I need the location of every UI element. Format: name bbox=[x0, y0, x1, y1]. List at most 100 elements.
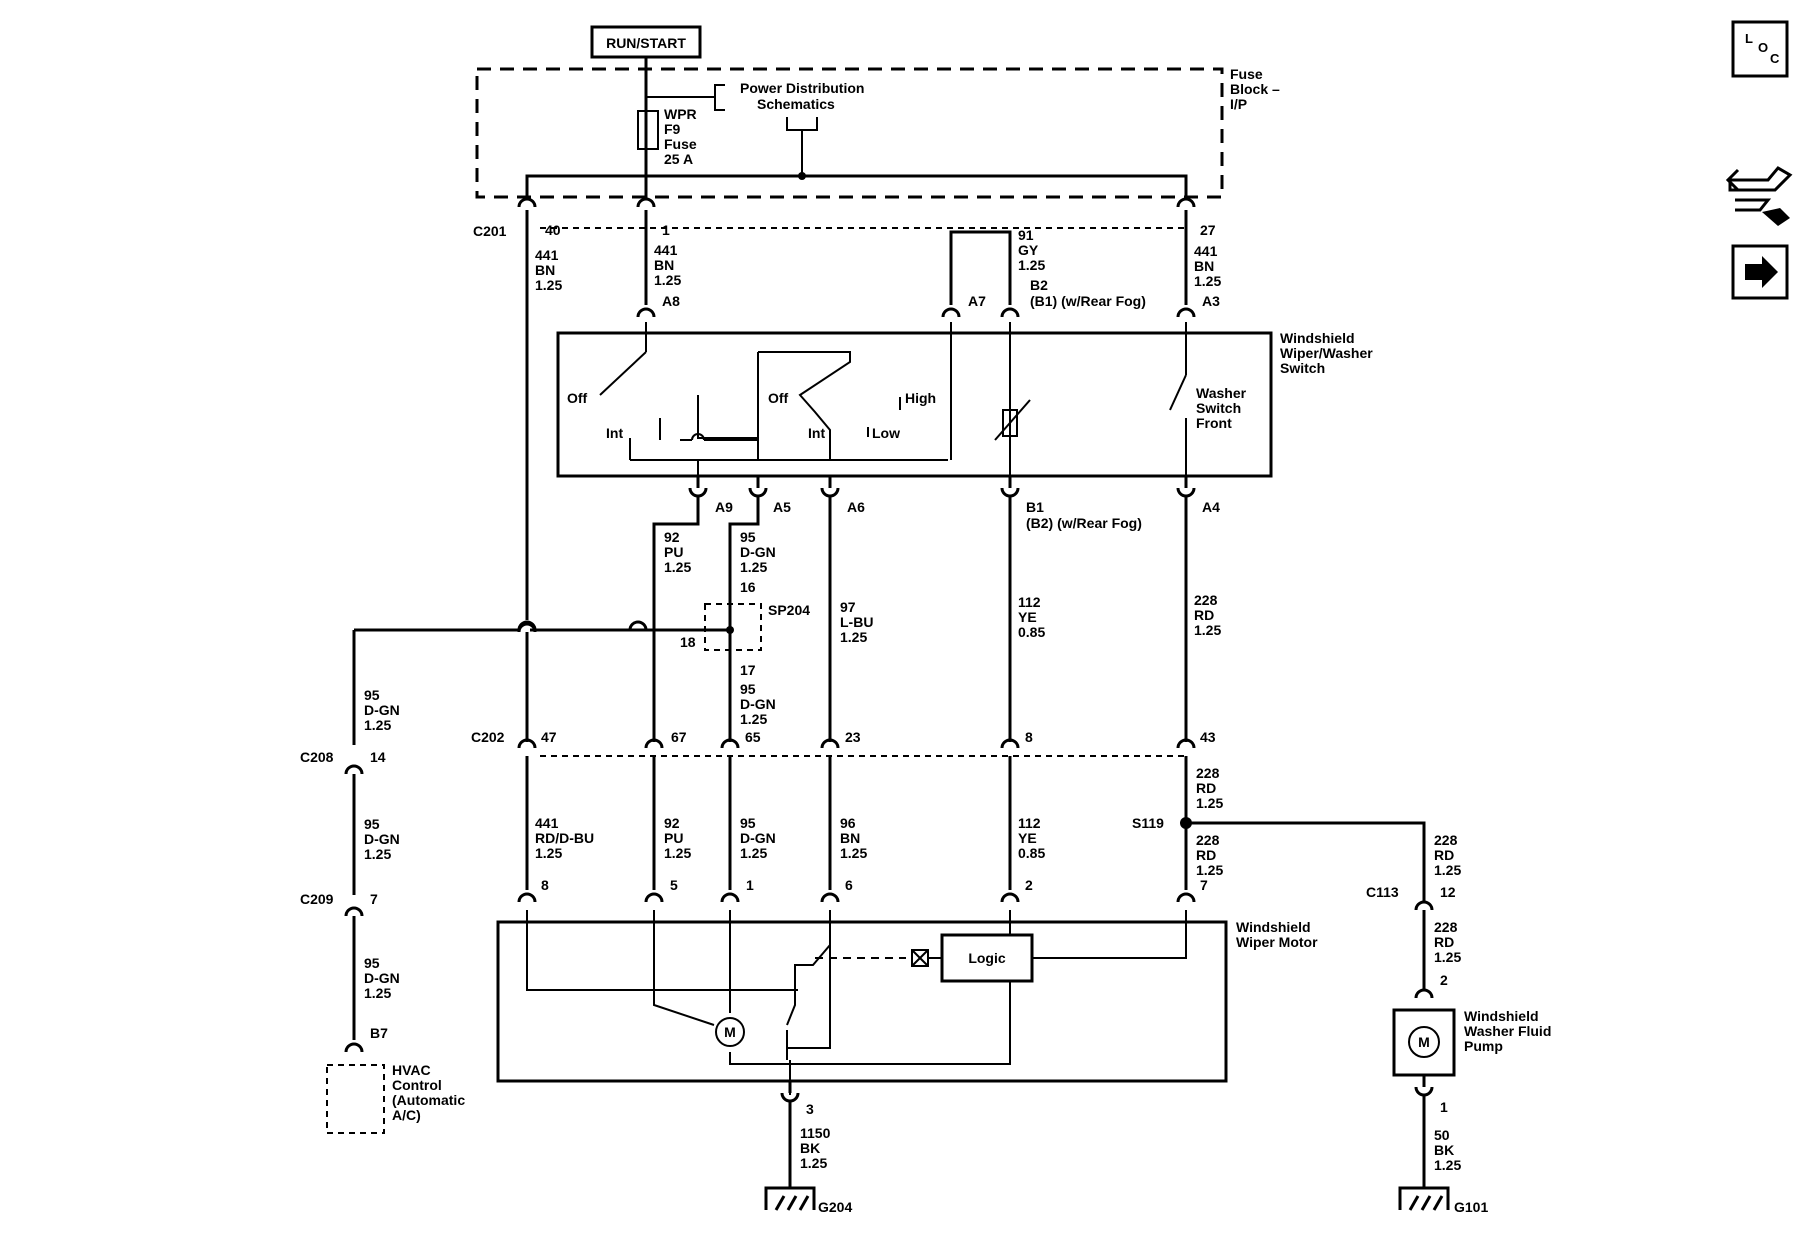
wire-441b-gauge: 1.25 bbox=[654, 272, 681, 288]
wire-95b-gauge: 1.25 bbox=[740, 711, 767, 727]
pin-motor-7: 7 bbox=[1200, 877, 1208, 893]
pin-c113-12: 12 bbox=[1440, 884, 1456, 900]
wire-95b-label: 95 bbox=[740, 681, 756, 697]
fuse-label-2: F9 bbox=[664, 121, 681, 137]
pin-a6: A6 bbox=[847, 499, 865, 515]
wire-95-left1-gauge: 1.25 bbox=[364, 717, 391, 733]
wire-228e-label: 228 bbox=[1434, 919, 1458, 935]
wpr-fuse bbox=[637, 110, 659, 150]
pin-pump-2: 2 bbox=[1440, 972, 1448, 988]
wire-92-color: PU bbox=[664, 544, 683, 560]
wire-95-left2-color: D-GN bbox=[364, 831, 400, 847]
run-start-label: RUN/START bbox=[606, 35, 686, 51]
wire-97-label: 97 bbox=[840, 599, 856, 615]
wire-228c-label: 228 bbox=[1196, 832, 1220, 848]
washer-switch-label-1: Washer bbox=[1196, 385, 1247, 401]
pump-motor-label: M bbox=[1418, 1034, 1430, 1050]
switch-pos-high: High bbox=[905, 390, 936, 406]
wire-441c-color: BN bbox=[1194, 258, 1214, 274]
wire-228-gauge: 1.25 bbox=[1194, 622, 1221, 638]
wire-228b-label: 228 bbox=[1196, 765, 1220, 781]
switch-title-1: Windshield bbox=[1280, 330, 1355, 346]
pin-c202-47: 47 bbox=[541, 729, 557, 745]
ground-g204-icon bbox=[764, 1186, 816, 1211]
wire-228c-color: RD bbox=[1196, 847, 1216, 863]
g101-label: G101 bbox=[1454, 1199, 1488, 1215]
ground-g101-icon bbox=[1398, 1186, 1450, 1211]
wire-228e-gauge: 1.25 bbox=[1434, 949, 1461, 965]
wire-92b-label: 92 bbox=[664, 815, 680, 831]
hvac-control-box bbox=[326, 1064, 385, 1134]
svg-text:O: O bbox=[1758, 40, 1768, 55]
pin-a8: A8 bbox=[662, 293, 680, 309]
wire-441-gauge: 1.25 bbox=[535, 277, 562, 293]
wiper-motor-box bbox=[496, 920, 1228, 1083]
wire-50-label: 50 bbox=[1434, 1127, 1450, 1143]
wire-92b-gauge: 1.25 bbox=[664, 845, 691, 861]
pin-a5: A5 bbox=[773, 499, 791, 515]
wire-95-label: 95 bbox=[740, 529, 756, 545]
wire-91-color: GY bbox=[1018, 242, 1039, 258]
hvac-title-3: (Automatic bbox=[392, 1092, 465, 1108]
pump-title-3: Pump bbox=[1464, 1038, 1503, 1054]
pin-b1: B1 bbox=[1026, 499, 1044, 515]
power-dist-label-2: Schematics bbox=[757, 96, 835, 112]
wire-97-color: L-BU bbox=[840, 614, 873, 630]
wire-441-color: BN bbox=[535, 262, 555, 278]
washer-switch-label-2: Switch bbox=[1196, 400, 1241, 416]
wire-92b-color: PU bbox=[664, 830, 683, 846]
pin-c202-23: 23 bbox=[845, 729, 861, 745]
pin-c202-8: 8 bbox=[1025, 729, 1033, 745]
wire-95-left1-label: 95 bbox=[364, 687, 380, 703]
switch-pos-low: Low bbox=[872, 425, 900, 441]
c209-label: C209 bbox=[300, 891, 334, 907]
logic-module-box bbox=[940, 933, 1034, 983]
wiper-motor-symbol bbox=[715, 1017, 745, 1047]
wire-441-label: 441 bbox=[535, 247, 559, 263]
wiper-motor-label: M bbox=[724, 1024, 736, 1040]
wrench-vehicle-icon[interactable] bbox=[1725, 166, 1793, 226]
c201-label: C201 bbox=[473, 223, 507, 239]
wire-95-left3-color: D-GN bbox=[364, 970, 400, 986]
wire-112b-color: YE bbox=[1018, 830, 1037, 846]
pin-c208-14: 14 bbox=[370, 749, 386, 765]
sp204-label: SP204 bbox=[768, 602, 810, 618]
wire-228e-color: RD bbox=[1434, 934, 1454, 950]
loc-icon[interactable]: L O C bbox=[1731, 20, 1789, 78]
c202-label: C202 bbox=[471, 729, 505, 745]
wire-1150-label: 1150 bbox=[800, 1125, 831, 1141]
fuse-label-1: WPR bbox=[664, 106, 697, 122]
pin-a7: A7 bbox=[968, 293, 986, 309]
wire-50-color: BK bbox=[1434, 1142, 1454, 1158]
logic-label: Logic bbox=[968, 950, 1006, 966]
wire-441c-gauge: 1.25 bbox=[1194, 273, 1221, 289]
wire-91-gauge: 1.25 bbox=[1018, 257, 1045, 273]
wire-96-gauge: 1.25 bbox=[840, 845, 867, 861]
switch-pos-off-1: Off bbox=[567, 390, 588, 406]
wire-228c-gauge: 1.25 bbox=[1196, 862, 1223, 878]
pin-motor-1: 1 bbox=[746, 877, 754, 893]
hvac-title-4: A/C) bbox=[392, 1107, 421, 1123]
wire-95-left2-label: 95 bbox=[364, 816, 380, 832]
sp204-pin-16: 16 bbox=[740, 579, 756, 595]
wire-441c-label: 441 bbox=[1194, 243, 1218, 259]
fuse-label-3: Fuse bbox=[664, 136, 697, 152]
wire-95c-label: 95 bbox=[740, 815, 756, 831]
c113-label: C113 bbox=[1366, 884, 1399, 900]
pin-a3: A3 bbox=[1202, 293, 1220, 309]
switch-pos-int-1: Int bbox=[606, 425, 623, 441]
switch-pos-int-2: Int bbox=[808, 425, 825, 441]
wire-96-color: BN bbox=[840, 830, 860, 846]
pin-a4: A4 bbox=[1202, 499, 1220, 515]
g204-label: G204 bbox=[818, 1199, 852, 1215]
pin-motor-8: 8 bbox=[541, 877, 549, 893]
wire-95c-color: D-GN bbox=[740, 830, 776, 846]
wire-228b-gauge: 1.25 bbox=[1196, 795, 1223, 811]
fuse-block-outline bbox=[475, 67, 1224, 199]
svg-text:L: L bbox=[1745, 31, 1753, 46]
pin-c201-27: 27 bbox=[1200, 222, 1216, 238]
next-arrow-icon[interactable] bbox=[1731, 244, 1789, 300]
fuse-block-label-1: Fuse bbox=[1230, 66, 1263, 82]
pin-c201-40: 40 bbox=[545, 222, 561, 238]
